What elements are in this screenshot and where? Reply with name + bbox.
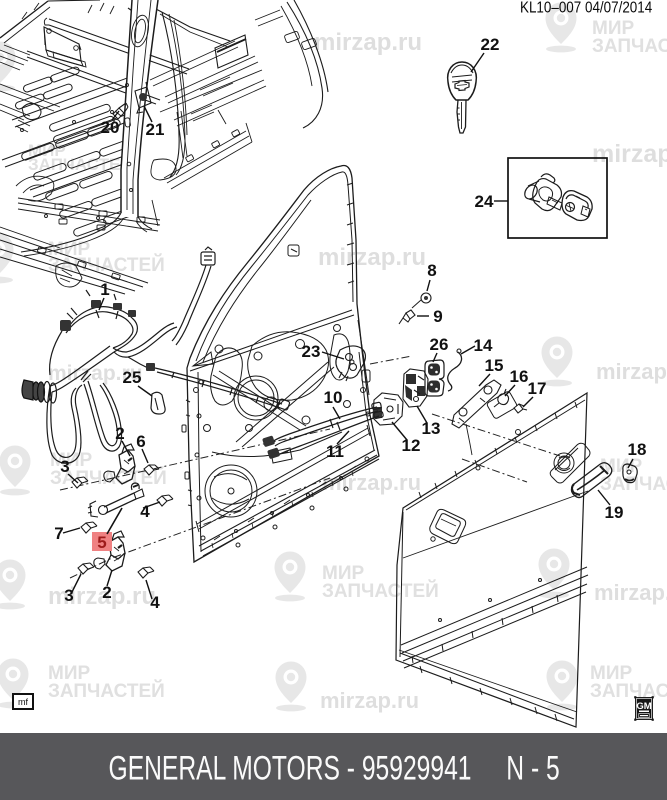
svg-text:N - 5: N - 5 [506, 750, 559, 788]
svg-text:10: 10 [324, 388, 343, 407]
svg-text:GM: GM [636, 701, 651, 712]
svg-text:14: 14 [474, 336, 493, 355]
svg-text:12: 12 [402, 436, 421, 455]
svg-text:ЗАПЧАС: ЗАПЧАС [590, 681, 667, 702]
svg-text:23: 23 [302, 342, 321, 361]
svg-text:2: 2 [115, 424, 124, 443]
svg-text:3: 3 [64, 586, 73, 605]
svg-text:5: 5 [97, 533, 106, 552]
svg-text:mirzap.ru: mirzap.ru [48, 583, 156, 610]
svg-text:3: 3 [60, 457, 69, 476]
svg-text:16: 16 [510, 367, 529, 386]
svg-text:МИР: МИР [48, 663, 90, 684]
svg-text:МИР: МИР [590, 663, 632, 684]
svg-text:mirzap.ru: mirzap.ru [48, 362, 143, 385]
svg-text:МИР: МИР [48, 239, 90, 260]
svg-text:mirzap.ru: mirzap.ru [596, 359, 667, 384]
svg-text:8: 8 [427, 261, 436, 280]
svg-text:ЗАПЧАСТЕЙ: ЗАПЧАСТЕЙ [322, 580, 439, 602]
svg-text:4: 4 [140, 502, 150, 521]
svg-text:ЗАПЧАСТЕЙ: ЗАПЧАСТЕЙ [28, 155, 133, 174]
svg-text:ЗАПЧАСТЕЙ: ЗАПЧАСТЕЙ [48, 254, 165, 276]
svg-text:1: 1 [100, 280, 109, 299]
svg-text:МИР: МИР [592, 18, 634, 39]
svg-text:6: 6 [136, 432, 145, 451]
svg-text:ЗАПЧАС: ЗАПЧАС [592, 36, 667, 57]
svg-text:26: 26 [430, 335, 449, 354]
svg-text:17: 17 [528, 379, 547, 398]
svg-text:13: 13 [422, 419, 441, 438]
svg-text:mirzap.ru: mirzap.ru [594, 580, 667, 605]
svg-text:4: 4 [150, 593, 160, 612]
svg-text:24: 24 [475, 192, 494, 211]
svg-text:22: 22 [481, 35, 500, 54]
svg-text:ЗАПЧАСТЕЙ: ЗАПЧАСТЕЙ [48, 680, 165, 702]
svg-text:mf: mf [18, 697, 28, 707]
svg-text:21: 21 [146, 120, 165, 139]
svg-text:7: 7 [54, 524, 63, 543]
svg-text:mirzap.ru: mirzap.ru [320, 688, 419, 713]
svg-text:mirzap.ru: mirzap.ru [318, 244, 426, 271]
svg-text:mirzap.ru: mirzap.ru [314, 29, 422, 56]
svg-text:GENERAL MOTORS - 95929941: GENERAL MOTORS - 95929941 [109, 750, 472, 788]
svg-text:mirzap.ru: mirzap.ru [322, 470, 421, 495]
svg-text:МИР: МИР [322, 563, 364, 584]
svg-text:mirzap.ru: mirzap.ru [592, 140, 667, 168]
svg-text:11: 11 [326, 442, 344, 461]
svg-text:15: 15 [485, 356, 504, 375]
svg-text:KL10–007 04/07/2014: KL10–007 04/07/2014 [520, 0, 652, 17]
svg-text:2: 2 [102, 583, 111, 602]
svg-text:9: 9 [433, 307, 442, 326]
svg-text:19: 19 [605, 503, 624, 522]
svg-text:ЗАПЧАС: ЗАПЧАС [600, 474, 667, 495]
svg-text:25: 25 [123, 368, 142, 387]
svg-text:18: 18 [628, 440, 647, 459]
svg-text:20: 20 [101, 118, 120, 137]
